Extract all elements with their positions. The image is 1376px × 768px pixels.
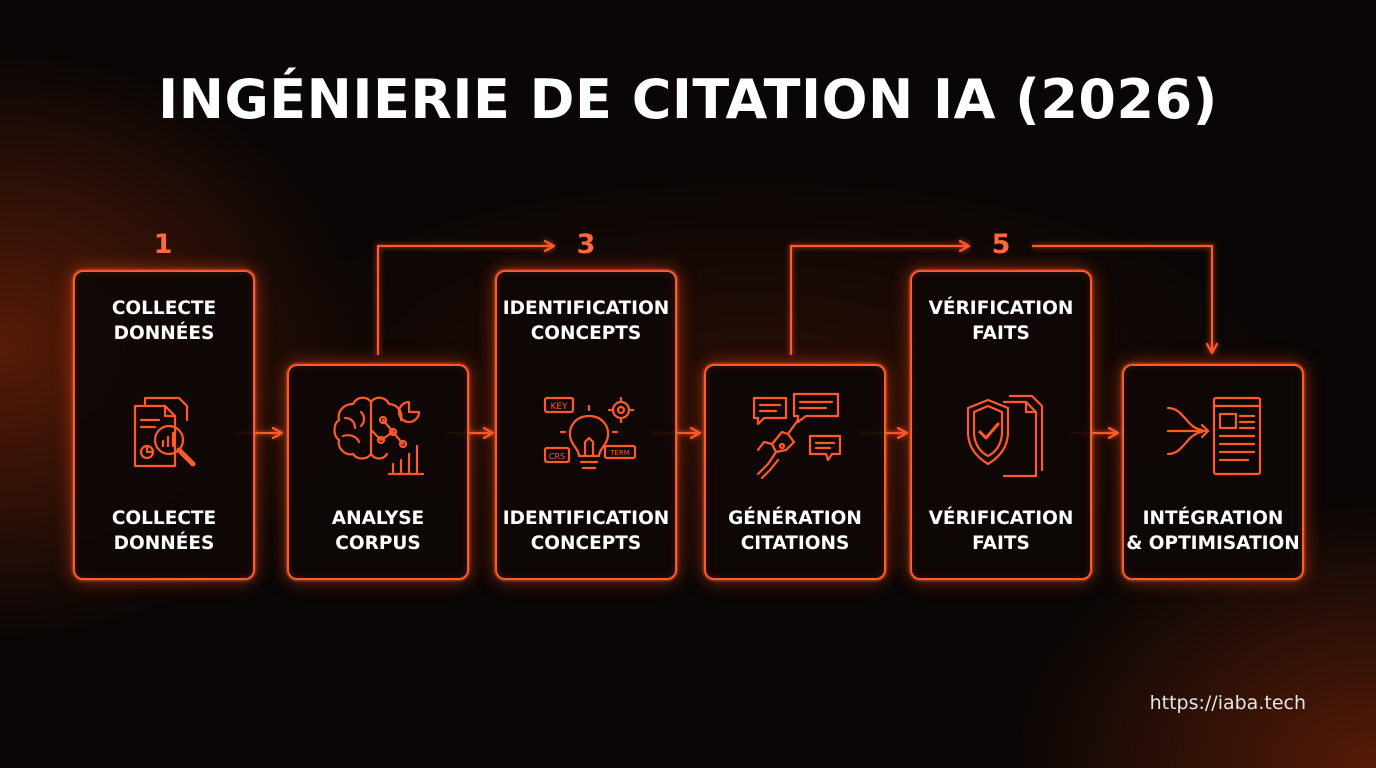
key-tag: KEY <box>550 402 568 412</box>
shield-check-icon <box>966 394 1044 478</box>
diagram-title: INGÉNIERIE DE CITATION IA (2026) <box>158 68 1218 131</box>
step-card-identification-concepts: IDENTIFICATION CONCEPTS KEY CRS TERM IDE… <box>495 270 677 580</box>
step-card-generation-citations: GÉNÉRATION CITATIONS <box>704 364 886 580</box>
step-number-1: 1 <box>153 229 173 260</box>
step-bottom-label: ANALYSE CORPUS <box>331 508 425 554</box>
step-card-integration-optimisation: INTÉGRATION & OPTIMISATION <box>1122 364 1304 580</box>
step-bottom-label: COLLECTE DONNÉES <box>111 508 217 554</box>
document-search-icon <box>133 396 196 468</box>
lightbulb-key-icon: KEY CRS TERM <box>543 396 637 470</box>
step-card-verification-faits: VÉRIFICATION FAITS VÉRIFICATION FAITS <box>910 270 1092 580</box>
step-bottom-label: GÉNÉRATION CITATIONS <box>728 508 862 554</box>
step-top-label: COLLECTE DONNÉES <box>111 298 217 344</box>
step-top-label: VÉRIFICATION FAITS <box>928 298 1074 344</box>
brain-network-icon <box>333 396 425 476</box>
step-bottom-label: INTÉGRATION & OPTIMISATION <box>1126 508 1300 554</box>
step-number-3: 3 <box>576 229 596 260</box>
footer-url[interactable]: https://iaba.tech <box>1149 692 1306 714</box>
merge-document-icon <box>1166 396 1262 476</box>
step-top-label: IDENTIFICATION CONCEPTS <box>502 298 670 344</box>
step-number-5: 5 <box>991 229 1011 260</box>
step-card-collecte-donnees: COLLECTE DONNÉES COLLECTE DONNÉES <box>73 270 255 580</box>
step-bottom-label: IDENTIFICATION CONCEPTS <box>502 508 670 554</box>
step-bottom-label: VÉRIFICATION FAITS <box>928 508 1074 554</box>
crs-tag: CRS <box>549 452 565 461</box>
step-card-analyse-corpus: ANALYSE CORPUS <box>287 364 469 580</box>
term-tag: TERM <box>609 449 630 457</box>
robot-hand-chat-icon <box>752 392 842 480</box>
